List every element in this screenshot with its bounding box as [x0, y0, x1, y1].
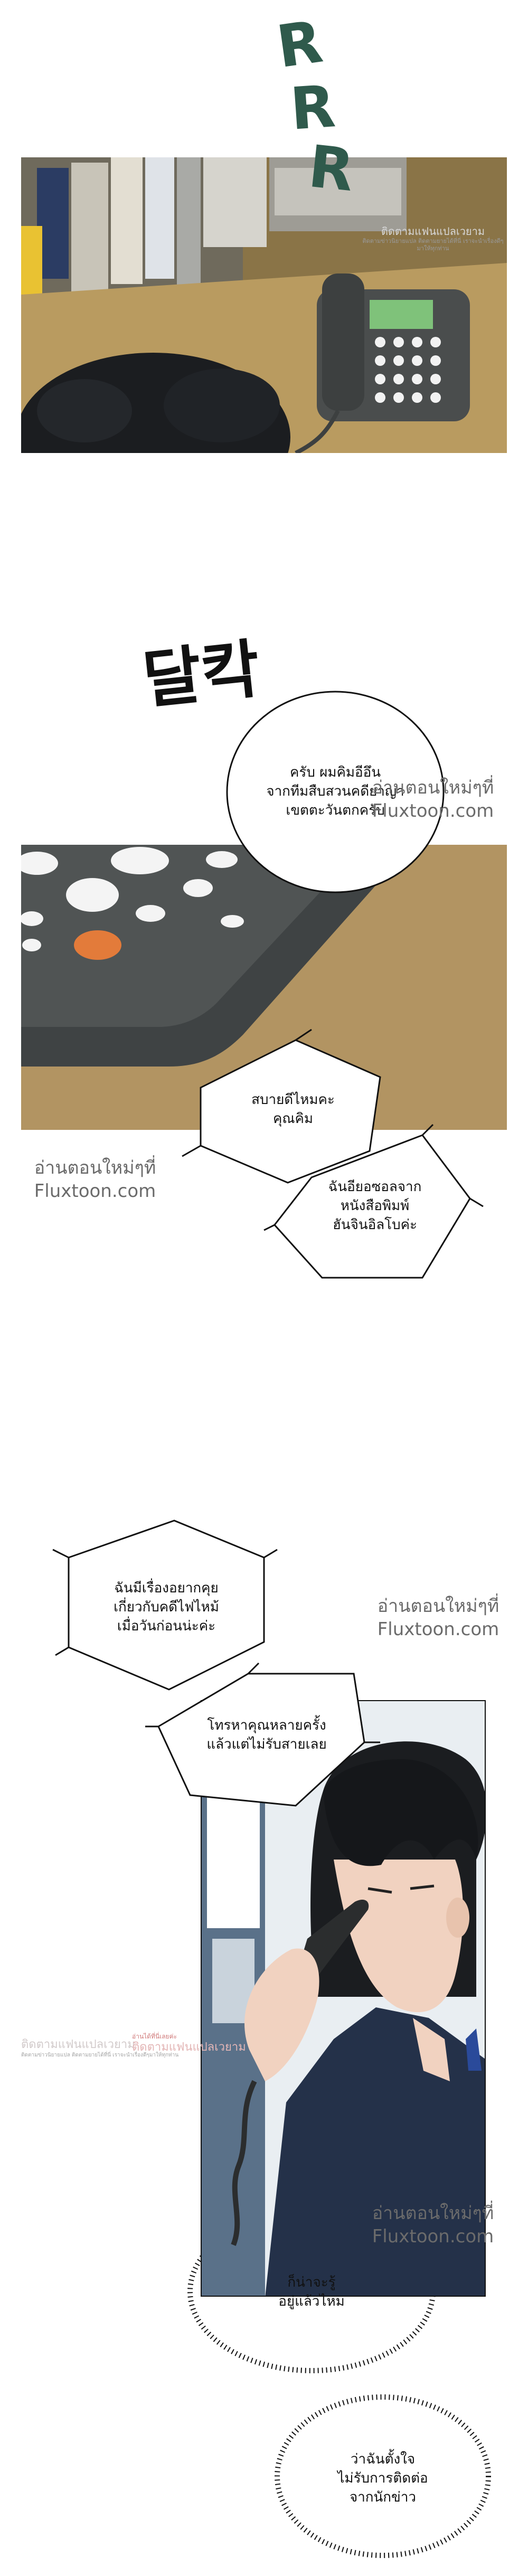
- bubble-6-text: ก็น่าจะรู้ อยู่แล้วไหม: [232, 2273, 391, 2311]
- bubble-5-line-1: โทรหาคุณหลายครั้ง: [207, 1718, 326, 1733]
- bubble-3-line-3: ฮันจินอิลโบค่ะ: [332, 1217, 418, 1233]
- panel-phone-closeup: [21, 845, 507, 1130]
- bubble-1-text: ครับ ผมคิมอีอึน จากทีมสืบสวนคดียาญา เขตต…: [248, 763, 422, 820]
- man-art: [202, 1701, 485, 2296]
- bubble-7-line-2: ไม่รับการติดต่อ: [337, 2470, 428, 2486]
- watermark-4-line-1: อ่านตอนใหม่ๆที่: [372, 2203, 494, 2224]
- bubble-7-text: ว่าฉันตั้งใจ ไม่รับการติดต่อ จากนักข่าว: [306, 2450, 459, 2507]
- translator-tag-3: อ่านได้ที่นี่เลยค่ะ ติดตามแฟนแปลเวยาม: [132, 2033, 259, 2054]
- translator-tag-subtitle: ติดตามข่าวนิยายแปล ติดตามยายได้ที่นี่ เร…: [362, 238, 504, 252]
- translator-tag: ติดตามแฟนแปลเวยาม ติดตามข่าวนิยายแปล ติด…: [359, 225, 507, 252]
- watermark-1-line-2: Fluxtoon.com: [372, 800, 494, 822]
- translator-tag-3-subtitle: ติดตามแฟนแปลเวยาม: [132, 2041, 246, 2054]
- watermark-1-line-1: อ่านตอนใหม่ๆที่: [372, 777, 494, 798]
- bubble-7-line-1: ว่าฉันตั้งใจ: [350, 2451, 416, 2467]
- watermark-4-line-2: Fluxtoon.com: [372, 2226, 494, 2247]
- bubble-6-line-1: ก็น่าจะรู้: [287, 2275, 336, 2290]
- bubble-1-line-1: ครับ ผมคิมอีอึน: [289, 765, 381, 780]
- watermark-4: อ่านตอนใหม่ๆที่ Fluxtoon.com: [338, 2202, 528, 2248]
- bubble-3-text: ฉันอียอซอลจาก หนังสือพิมพ์ ฮันจินอิลโบค่…: [296, 1177, 454, 1234]
- watermark-2-line-1: อ่านตอนใหม่ๆที่: [34, 1157, 156, 1178]
- translator-tag-3-title: อ่านได้ที่นี่เลยค่ะ: [132, 2033, 177, 2040]
- bubble-3-line-2: หนังสือพิมพ์: [340, 1198, 410, 1214]
- bubble-1-line-2: จากทีมสืบสวนคดียาญา: [266, 784, 404, 799]
- bubble-5-line-2: แล้วแต่ไม่รับสายเลย: [206, 1737, 327, 1752]
- bubble-1-line-3: เขตตะวันตกครับ: [286, 803, 385, 818]
- translator-tag-2-title: ติดตามแฟนแปลเวยาม: [21, 2038, 135, 2051]
- watermark-2-line-2: Fluxtoon.com: [34, 1181, 156, 1202]
- watermark-2: อ่านตอนใหม่ๆที่ Fluxtoon.com: [5, 1156, 185, 1203]
- bubble-7-line-3: จากนักข่าว: [349, 2489, 417, 2505]
- bubble-2-line-1: สบายดีไหมคะ: [251, 1092, 335, 1108]
- phone-closeup-art: [21, 845, 507, 1130]
- translator-tag-2-subtitle: ติดตามข่าวนิยายแปล ติดตามยายได้ที่นี่ เร…: [21, 2052, 179, 2058]
- panel-phone-ringing: ติดตามแฟนแปลเวยาม ติดตามข่าวนิยายแปล ติด…: [21, 157, 507, 453]
- watermark-3-line-1: อ่านตอนใหม่ๆที่: [377, 1596, 499, 1617]
- bubble-3-line-1: ฉันอียอซอลจาก: [328, 1179, 422, 1195]
- bubble-2-line-2: คุณคิม: [272, 1111, 314, 1127]
- desk-scene-art: [21, 157, 507, 453]
- bubble-5-text: โทรหาคุณหลายครั้ง แล้วแต่ไม่รับสายเลย: [180, 1716, 354, 1754]
- bubble-2-text: สบายดีไหมคะ คุณคิม: [216, 1090, 370, 1128]
- translator-tag-title: ติดตามแฟนแปลเวยาม: [381, 225, 485, 238]
- sfx-click: 달칵: [139, 632, 263, 718]
- watermark-3-line-2: Fluxtoon.com: [377, 1619, 499, 1640]
- sfx-ring-r1: R: [272, 7, 327, 81]
- watermark-1: อ่านตอนใหม่ๆที่ Fluxtoon.com: [338, 776, 528, 823]
- bubble-6-line-2: อยู่แล้วไหม: [278, 2294, 345, 2309]
- sfx-ring-r3: R: [305, 132, 357, 205]
- bubble-4-line-2: เกี่ยวกับคดีไฟไหม้: [114, 1599, 219, 1615]
- bubble-4-line-3: เมื่อวันก่อนน่ะค่ะ: [117, 1618, 216, 1634]
- watermark-3: อ่านตอนใหม่ๆที่ Fluxtoon.com: [348, 1594, 528, 1641]
- translator-tag-2: ติดตามแฟนแปลเวยาม ติดตามข่าวนิยายแปล ติด…: [21, 2038, 195, 2059]
- bubble-4-line-1: ฉันมีเรื่องอยากคุย: [114, 1580, 219, 1596]
- bubble-4-text: ฉันมีเรื่องอยากคุย เกี่ยวกับคดีไฟไหม้ เม…: [77, 1579, 256, 1636]
